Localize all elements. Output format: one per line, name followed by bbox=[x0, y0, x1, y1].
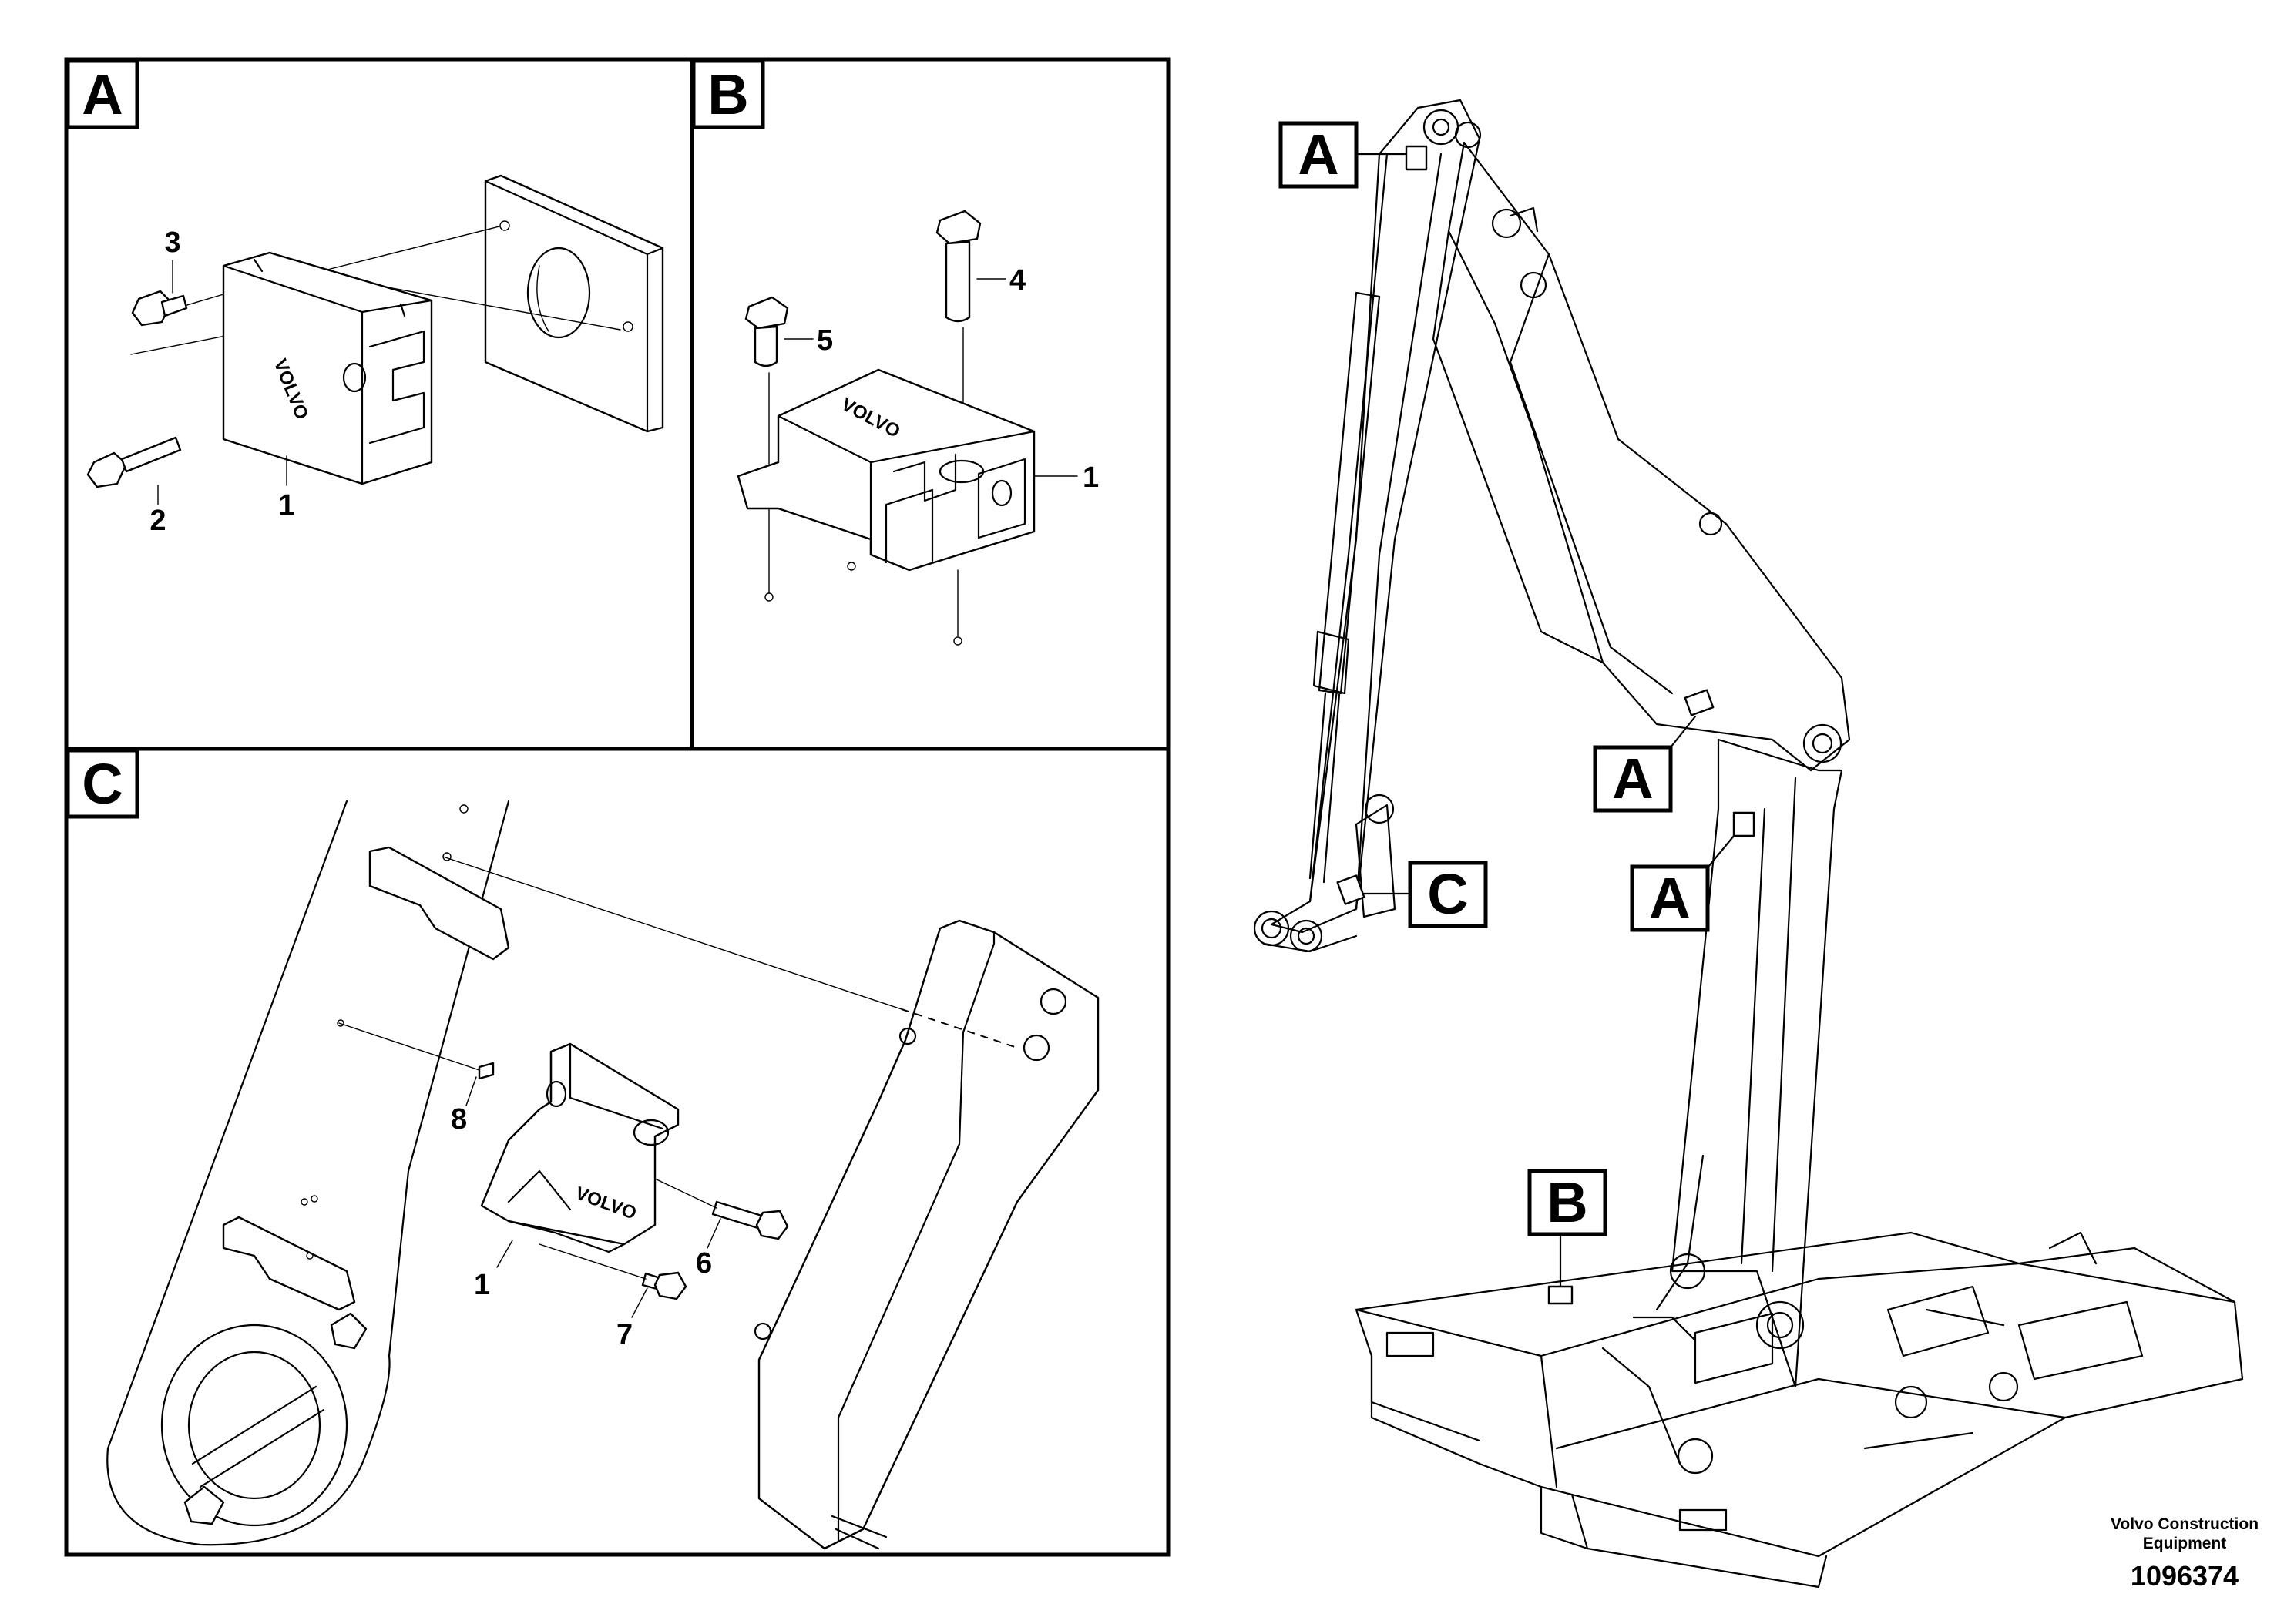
svg-text:C: C bbox=[1427, 862, 1468, 926]
drawing-number: 1096374 bbox=[2131, 1560, 2239, 1592]
assembly-line-c4 bbox=[654, 1178, 717, 1209]
hole-marker-b1 bbox=[764, 592, 774, 602]
panel-label-c: C bbox=[65, 748, 139, 819]
overview-tag-a3: A bbox=[1630, 864, 1710, 932]
bolt-2 bbox=[86, 436, 182, 488]
chassis-frame bbox=[1355, 1231, 2244, 1589]
panel-label-a: A bbox=[65, 59, 139, 129]
callout-a-1: 1 bbox=[278, 489, 294, 522]
panel-b-drawing: VOLVO 4 5 1 bbox=[737, 210, 1099, 646]
panel-label-b-text: B bbox=[707, 62, 748, 126]
footer-company-line2: Equipment bbox=[2143, 1535, 2227, 1552]
callout-b-4: 4 bbox=[1009, 264, 1026, 297]
assembly-line-c5 bbox=[539, 1243, 647, 1280]
sensor-marker-c bbox=[1336, 874, 1365, 905]
panel-label-a-text: A bbox=[82, 62, 123, 126]
hole-marker-c1 bbox=[337, 1019, 344, 1027]
overview-tag-b: B bbox=[1527, 1169, 1607, 1236]
overview-tag-a2: A bbox=[1593, 745, 1673, 813]
leader-7 bbox=[631, 1287, 648, 1318]
arm-stick bbox=[1270, 99, 1482, 934]
footer: Volvo Construction Equipment 1096374 bbox=[2111, 1515, 2259, 1592]
callout-b-1: 1 bbox=[1083, 461, 1099, 494]
svg-text:B: B bbox=[1547, 1170, 1587, 1234]
leader-6 bbox=[707, 1218, 721, 1249]
sensor-marker-a2 bbox=[1684, 689, 1715, 716]
panel-label-c-text: C bbox=[82, 752, 123, 816]
sensor-marker-b bbox=[1547, 1285, 1574, 1305]
hole-marker-b3 bbox=[847, 562, 856, 571]
assembly-line-a3 bbox=[181, 294, 224, 307]
svg-text:A: A bbox=[1612, 747, 1653, 810]
panel-label-b: B bbox=[691, 59, 765, 129]
bucket-linkage bbox=[1253, 794, 1396, 953]
sensor-block-a: VOLVO bbox=[222, 251, 433, 485]
panel-c-drawing: VOLVO 8 6 1 7 bbox=[106, 800, 1100, 1550]
svg-text:A: A bbox=[1649, 866, 1690, 930]
callout-c-6: 6 bbox=[696, 1247, 712, 1280]
pin-8 bbox=[478, 1062, 495, 1080]
overview-tag-c: C bbox=[1408, 861, 1488, 928]
panel-label-c-box bbox=[65, 748, 139, 819]
assembly-line-c3 bbox=[338, 1022, 482, 1072]
guard-cover bbox=[754, 919, 1100, 1550]
mounting-plate bbox=[484, 174, 664, 433]
assembly-line-c2 bbox=[901, 1008, 1018, 1049]
arm-link bbox=[106, 800, 510, 1546]
leader-1c bbox=[496, 1240, 513, 1268]
machine-overview: A A A C B bbox=[1253, 99, 2244, 1589]
sensor-block-b: VOLVO bbox=[737, 368, 1036, 572]
callout-a-2: 2 bbox=[149, 505, 166, 537]
callout-b-5: 5 bbox=[817, 324, 833, 357]
overview-tag-a1: A bbox=[1278, 121, 1359, 189]
hole-marker-b2 bbox=[953, 636, 962, 646]
panel-label-b-box bbox=[691, 59, 765, 129]
hydraulic-cylinder bbox=[1308, 291, 1381, 884]
footer-company-line1: Volvo Construction bbox=[2111, 1515, 2259, 1533]
bolt-4 bbox=[935, 210, 982, 323]
sensor-block-c: VOLVO bbox=[480, 1042, 680, 1253]
sensor-marker-a1 bbox=[1405, 145, 1428, 171]
callout-c-7: 7 bbox=[616, 1319, 633, 1351]
panel-a-drawing: VOLVO 3 2 1 bbox=[86, 174, 664, 537]
assembly-line-a2 bbox=[327, 226, 500, 270]
boom bbox=[1432, 141, 1851, 772]
overview-leader-a3 bbox=[1707, 834, 1735, 868]
leader-8 bbox=[465, 1076, 477, 1106]
callout-a-3: 3 bbox=[164, 226, 180, 259]
panel-label-a-box bbox=[65, 59, 139, 129]
screw-7 bbox=[641, 1271, 687, 1300]
callout-c-1: 1 bbox=[474, 1269, 490, 1301]
bolt-6 bbox=[711, 1200, 789, 1240]
sensor-marker-a3 bbox=[1732, 811, 1755, 837]
bolt-5 bbox=[744, 296, 789, 367]
callout-c-8: 8 bbox=[451, 1103, 467, 1136]
screw-3 bbox=[131, 290, 188, 327]
overview-leader-a2 bbox=[1669, 715, 1697, 749]
assembly-line-c1 bbox=[442, 856, 902, 1010]
svg-text:A: A bbox=[1298, 122, 1338, 186]
